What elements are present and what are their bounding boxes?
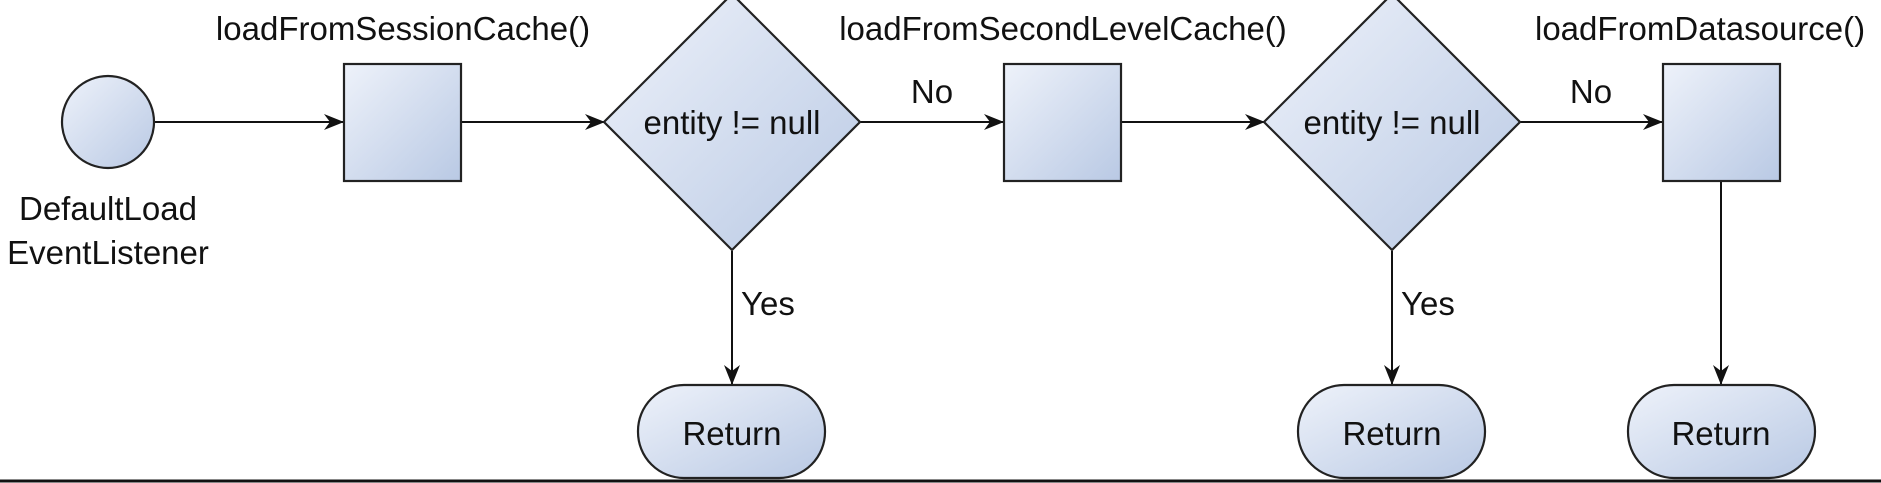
start-node: [60, 74, 156, 170]
return-terminal-3-label: Return: [1671, 415, 1770, 452]
decision-1-no-label: No: [911, 73, 953, 110]
return-terminal-1: [636, 383, 827, 480]
step-session-cache: [342, 62, 463, 183]
start-label-line1: DefaultLoad: [19, 190, 197, 227]
decision-2-no-label: No: [1570, 73, 1612, 110]
return-terminal-1-label: Return: [682, 415, 781, 452]
decision-1-label: entity != null: [643, 104, 820, 141]
decision-1: [602, 0, 862, 252]
return-terminal-3: [1626, 383, 1817, 480]
step-datasource-label: loadFromDatasource(): [1535, 10, 1865, 47]
step-second-level-cache-label: loadFromSecondLevelCache(): [839, 10, 1287, 47]
step-second-level-cache: [1002, 62, 1123, 183]
start-label-line2: EventListener: [7, 234, 209, 271]
decision-2: [1262, 0, 1522, 252]
decision-2-yes-label: Yes: [1401, 285, 1455, 322]
decision-2-label: entity != null: [1303, 104, 1480, 141]
return-terminal-2: [1296, 383, 1487, 480]
decision-1-yes-label: Yes: [741, 285, 795, 322]
return-terminal-2-label: Return: [1342, 415, 1441, 452]
step-session-cache-label: loadFromSessionCache(): [216, 10, 590, 47]
step-datasource: [1661, 62, 1782, 183]
